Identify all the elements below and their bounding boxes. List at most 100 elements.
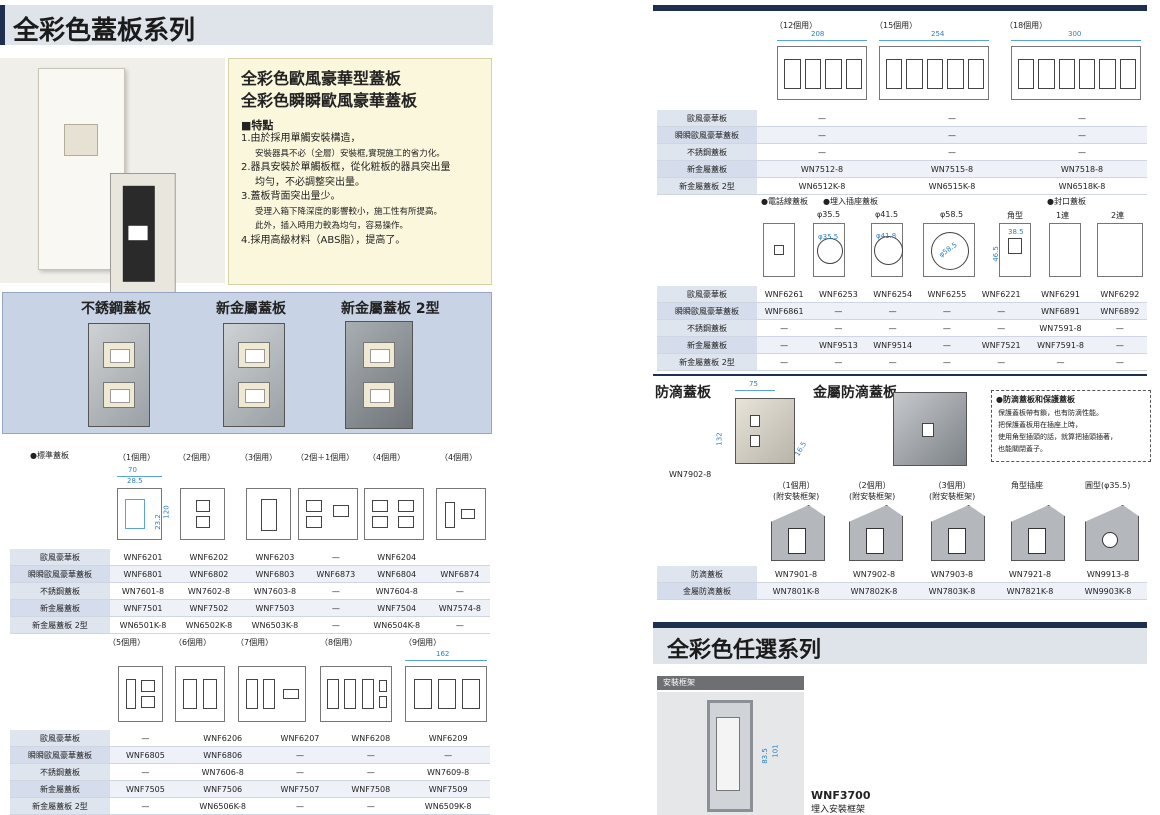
drip-model: WN7902-8 <box>669 470 712 479</box>
row-header: 歐風豪華板 <box>10 730 110 747</box>
frame-dim-inner: 83.5 <box>760 748 769 764</box>
switch-slot <box>1099 59 1116 89</box>
plate-8gang <box>320 666 392 722</box>
table-cell: — <box>757 110 887 127</box>
new-metal-2-plate-image <box>345 321 413 429</box>
table-cell: WNF6806 <box>180 746 265 764</box>
table-cell: — <box>1092 353 1147 371</box>
table-cell: — <box>865 319 920 337</box>
table-cell: — <box>307 616 364 634</box>
table-cell: — <box>919 319 975 337</box>
table-cell: WNF6805 <box>110 746 181 764</box>
switch-slot <box>947 59 964 89</box>
row-header: 新金屬蓋板 2型 <box>657 353 757 371</box>
table-cell: WN7921-8 <box>991 566 1069 583</box>
table-row: 瞬瞬歐風豪華蓋板——— <box>657 126 1147 144</box>
page-gutter <box>493 0 653 815</box>
square-socket-plate: 38.5 <box>999 223 1031 277</box>
drip-type-label: （2個用） (附安裝框架) <box>849 481 896 501</box>
feature-line: 均勻，不必調整突出量。 <box>255 176 365 188</box>
dim-width-9: 162 <box>436 650 450 658</box>
gang-label: （15個用） <box>875 21 918 30</box>
row-header: 不銹鋼蓋板 <box>657 143 757 161</box>
blank-plate-1 <box>1049 223 1081 277</box>
table-cell: — <box>811 319 866 337</box>
row-header: 不銹鋼蓋板 <box>657 319 757 337</box>
plate-4gang-alt <box>436 488 486 540</box>
table-cell: — <box>1092 319 1147 337</box>
table-cell: WNF6801 <box>110 565 176 583</box>
table-cell: — <box>1017 126 1147 144</box>
frame-description: 埋入安裝框架 <box>811 805 866 815</box>
table-cell: — <box>757 336 812 354</box>
table-cell: — <box>811 302 866 320</box>
outlet-heading-phone: ●電話線蓋板 <box>761 197 808 206</box>
table-cell: WNF7505 <box>110 780 181 798</box>
drip-depth: 16.5 <box>793 440 809 458</box>
table-cell: — <box>335 746 407 764</box>
row-header: 瞬瞬歐風豪華蓋板 <box>657 302 757 320</box>
frame-dim-outer: 101 <box>771 744 780 758</box>
table-cell: WN7591-8 <box>1028 319 1093 337</box>
plate-4gang <box>364 488 424 540</box>
table-cell: WNF9514 <box>865 336 920 354</box>
table-cell: WNF6802 <box>175 565 242 583</box>
outlet-size: 2連 <box>1111 211 1125 220</box>
row-header: 歐風豪華板 <box>10 549 110 566</box>
table-cell: WN7602-8 <box>175 582 242 600</box>
row-header: 新金屬蓋板 <box>657 336 757 354</box>
table-cell: WNF7508 <box>335 780 407 798</box>
table-cell: WN7518-8 <box>1017 160 1147 178</box>
table-cell: WN7801K-8 <box>757 582 835 600</box>
plate-15gang <box>879 46 989 100</box>
switch-slot <box>1058 59 1075 89</box>
table-cell: — <box>110 730 181 747</box>
gang-label: （6個用） <box>174 638 212 647</box>
table-cell: WN7515-8 <box>887 160 1017 178</box>
row-header: 歐風豪華板 <box>657 286 757 303</box>
table-cell: — <box>919 353 975 371</box>
switch-slot <box>886 59 903 89</box>
table-cell: — <box>307 582 364 600</box>
row-header: 新金屬蓋板 2型 <box>10 616 110 634</box>
drip-note-text: 保護蓋板帶有鎖，也有防滴性能。 把保護蓋板用在插座上時， 使用角型插頭的話，就算… <box>998 409 1117 453</box>
dim-height: 120 <box>162 505 171 519</box>
table-cell: — <box>1017 110 1147 127</box>
table-cell: — <box>974 302 1029 320</box>
switch-frame-image <box>110 173 176 303</box>
row-header: 新金屬蓋板 2型 <box>10 797 110 815</box>
table-cell: — <box>1092 336 1147 354</box>
drip-width: 75 <box>749 380 758 388</box>
table-cell: WN7903-8 <box>913 566 991 583</box>
drip-type-label: 角型插座 <box>1011 481 1043 490</box>
table-cell: — <box>264 746 336 764</box>
table-cell: WNF6255 <box>919 286 975 303</box>
table-cell <box>429 549 490 566</box>
plate-6gang <box>175 666 225 722</box>
table-cell: — <box>1017 143 1147 161</box>
table-cell: — <box>811 353 866 371</box>
gang-label: （3個用） <box>240 453 278 462</box>
table-cell: WN7821K-8 <box>991 582 1069 600</box>
table-cell: WNF7591-8 <box>1028 336 1093 354</box>
plates-box: 不銹鋼蓋板 新金屬蓋板 新金屬蓋板 2型 <box>2 292 492 434</box>
series-title: 全彩色蓋板系列 <box>13 16 196 46</box>
new-metal-plate-image <box>223 323 285 427</box>
table-row: 不銹鋼蓋板——— <box>657 143 1147 161</box>
section-rule <box>653 622 1147 628</box>
drip-title: 防滴蓋板 <box>655 385 711 401</box>
gang-label: （1個用） <box>118 453 156 462</box>
table-cell: — <box>919 336 975 354</box>
table-cell: WN7609-8 <box>406 763 490 781</box>
switch-slot <box>1038 59 1055 89</box>
table-cell: — <box>974 353 1029 371</box>
row-header: 瞬瞬歐風豪華蓋板 <box>10 746 110 764</box>
